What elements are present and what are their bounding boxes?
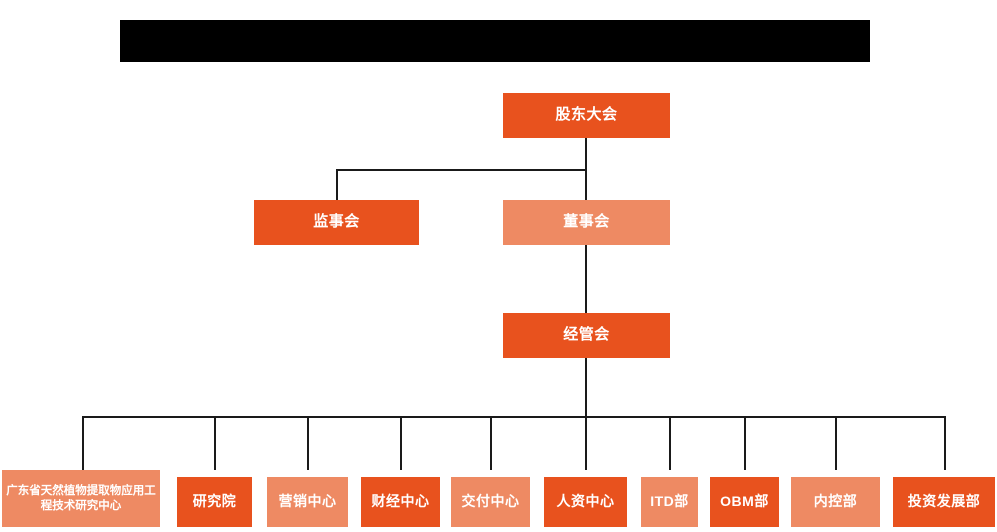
connector-departments-bus bbox=[82, 416, 946, 418]
connector-drop-institute bbox=[214, 416, 216, 470]
node-itd-department[interactable]: ITD部 bbox=[641, 477, 698, 527]
connector-drop-delivery bbox=[490, 416, 492, 470]
node-marketing-center[interactable]: 营销中心 bbox=[267, 477, 348, 527]
connector-drop-hr bbox=[585, 416, 587, 470]
node-management-committee[interactable]: 经管会 bbox=[503, 313, 670, 358]
connector-directors-to-management bbox=[585, 245, 587, 313]
node-obm-department[interactable]: OBM部 bbox=[710, 477, 779, 527]
node-internal-control-department[interactable]: 内控部 bbox=[791, 477, 880, 527]
connector-directors-down bbox=[585, 169, 587, 200]
node-institute[interactable]: 研究院 bbox=[177, 477, 252, 527]
node-shareholders-meeting[interactable]: 股东大会 bbox=[503, 93, 670, 138]
connector-supervisors-down bbox=[336, 169, 338, 200]
node-delivery-center[interactable]: 交付中心 bbox=[451, 477, 530, 527]
node-board-of-directors[interactable]: 董事会 bbox=[503, 200, 670, 245]
connector-management-down bbox=[585, 358, 587, 417]
redacted-title-banner bbox=[120, 20, 870, 62]
connector-drop-research-center bbox=[82, 416, 84, 470]
connector-drop-investment bbox=[944, 416, 946, 470]
connector-drop-internal-control bbox=[835, 416, 837, 470]
node-guangdong-research-center[interactable]: 广东省天然植物提取物应用工程技术研究中心 bbox=[2, 470, 160, 527]
connector-drop-marketing bbox=[307, 416, 309, 470]
node-investment-development-department[interactable]: 投资发展部 bbox=[893, 477, 995, 527]
node-finance-center[interactable]: 财经中心 bbox=[361, 477, 440, 527]
connector-shareholders-down bbox=[585, 138, 587, 170]
connector-drop-itd bbox=[669, 416, 671, 470]
connector-drop-obm bbox=[744, 416, 746, 470]
node-board-of-supervisors[interactable]: 监事会 bbox=[254, 200, 419, 245]
connector-drop-finance bbox=[400, 416, 402, 470]
connector-level2-bus bbox=[336, 169, 587, 171]
node-hr-center[interactable]: 人资中心 bbox=[544, 477, 627, 527]
